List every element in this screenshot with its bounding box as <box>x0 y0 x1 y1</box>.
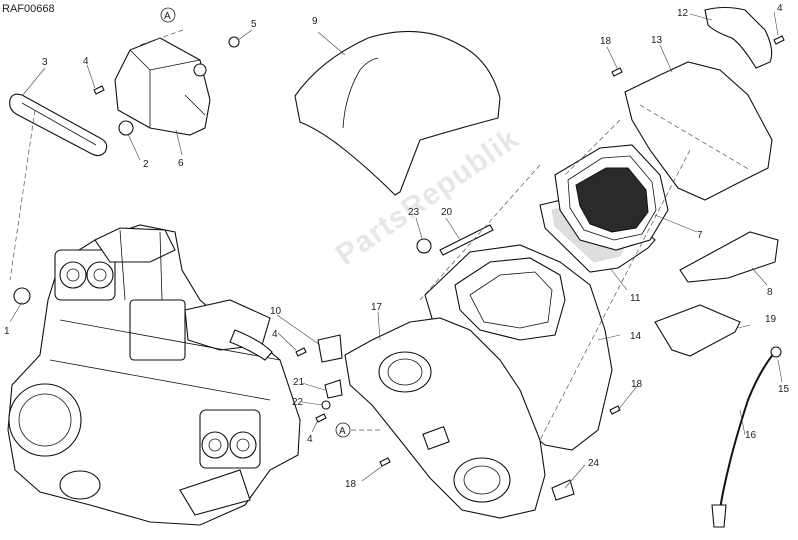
callout-24: 24 <box>588 458 600 469</box>
callout-18a: 18 <box>600 36 612 47</box>
part-15-grommet <box>770 346 782 358</box>
callout-2: 2 <box>143 159 149 170</box>
part-24-clip <box>551 479 575 501</box>
part-19-plate <box>654 304 741 357</box>
part-6-breather-box <box>114 37 211 136</box>
ref-marker-a-bottom-label: A <box>339 426 346 437</box>
callout-11: 11 <box>630 293 641 304</box>
callout-4b: 4 <box>777 3 783 14</box>
part-5-clamp <box>228 36 240 48</box>
part-8-wedge <box>679 231 779 283</box>
callout-4c: 4 <box>272 329 278 340</box>
callout-21: 21 <box>293 377 305 388</box>
callout-15: 15 <box>778 384 790 395</box>
callout-7: 7 <box>697 230 703 241</box>
part-7-air-filter <box>554 144 669 251</box>
callout-8: 8 <box>767 287 773 298</box>
callout-18c: 18 <box>345 479 357 490</box>
part-1-clamp <box>13 287 31 305</box>
part-22-nut <box>321 400 331 410</box>
callout-16: 16 <box>745 430 757 441</box>
part-13-lid <box>624 61 773 201</box>
part-2-clamp <box>118 120 134 136</box>
part-14-airbox <box>424 244 613 451</box>
callout-labels: 1 2 3 4 4 4 4 5 6 7 8 9 10 11 12 13 14 1… <box>4 3 790 490</box>
part-17-lower-airbox <box>344 317 546 519</box>
callout-3: 3 <box>42 57 48 68</box>
part-23-washer <box>416 238 432 254</box>
callout-10: 10 <box>270 306 282 317</box>
callout-5: 5 <box>251 19 257 30</box>
part-16-cable <box>719 351 776 511</box>
part-9-cover <box>294 30 501 196</box>
callout-20: 20 <box>441 207 453 218</box>
callout-19: 19 <box>765 314 777 325</box>
callout-13: 13 <box>651 35 663 46</box>
part-12-duct <box>704 6 773 69</box>
part-21-clip <box>324 379 343 399</box>
part-3-hose <box>9 93 108 157</box>
callout-4d: 4 <box>307 434 313 445</box>
callout-23: 23 <box>408 207 420 218</box>
callout-9: 9 <box>312 16 318 27</box>
callout-4a: 4 <box>83 56 89 67</box>
ref-marker-a-top <box>160 7 176 23</box>
callout-22: 22 <box>292 397 304 408</box>
engine <box>7 224 301 526</box>
callout-18b: 18 <box>631 379 643 390</box>
callout-1: 1 <box>4 326 10 337</box>
part-10-bracket <box>317 334 343 363</box>
ref-marker-a-top-label: A <box>164 11 171 22</box>
callout-14: 14 <box>630 331 642 342</box>
leader-lines <box>9 11 783 489</box>
ref-marker-a-bottom <box>335 422 351 438</box>
callout-6: 6 <box>178 158 184 169</box>
callout-12: 12 <box>677 8 689 19</box>
part-4-screw-a <box>93 85 105 95</box>
diagram-code: RAF00668 <box>2 3 55 15</box>
callout-17: 17 <box>371 302 383 313</box>
